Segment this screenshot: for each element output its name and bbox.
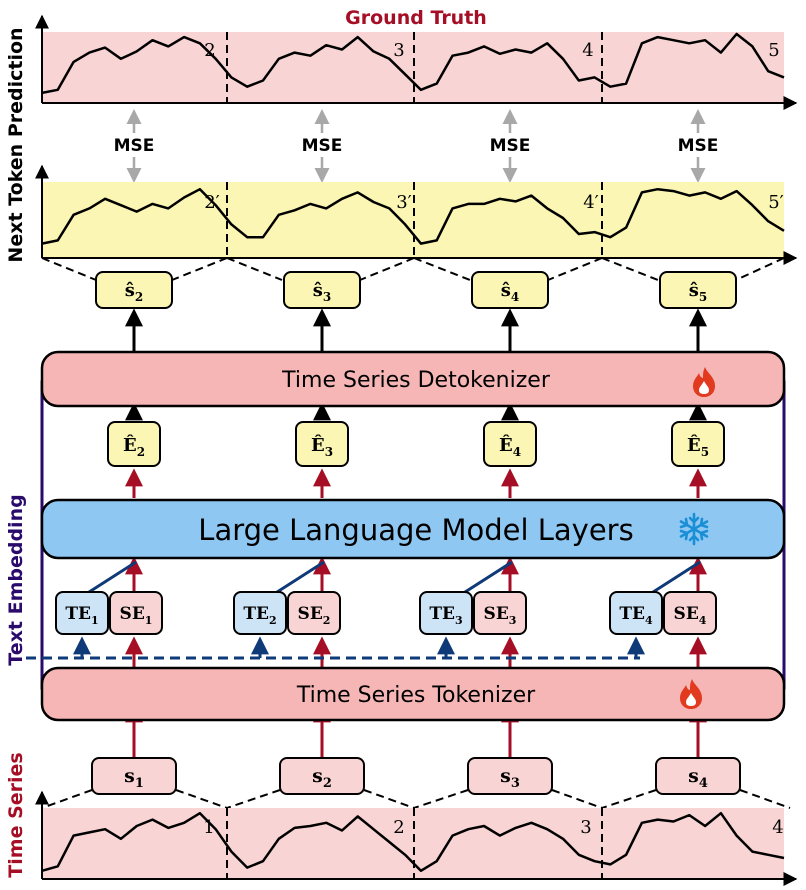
svg-text:Ê5: Ê5 <box>687 433 709 459</box>
svg-text:SE2: SE2 <box>298 604 331 627</box>
svg-text:s4: s4 <box>688 765 708 791</box>
svg-text:s3: s3 <box>500 765 520 791</box>
ground-truth-series-line <box>41 32 785 95</box>
s-input-tile: s2 <box>279 757 365 795</box>
output-patch-connectors <box>41 257 785 281</box>
side-label-text-embedding: Text Embedding <box>5 494 27 665</box>
se-tile: SE2 <box>287 591 341 635</box>
mse-label: MSE <box>490 136 531 156</box>
ground-truth-title: Ground Truth <box>345 7 487 29</box>
svg-text:ŝ4: ŝ4 <box>501 280 520 304</box>
side-label-time-series: Time Series <box>5 752 27 877</box>
svg-text:TE3: TE3 <box>429 604 462 627</box>
output-patches: ŝ2 ŝ3 ŝ4 ŝ5 <box>95 271 737 309</box>
prediction-panel: 2′ 3′ 4′ 5′ <box>35 164 798 265</box>
text-embedding-feed <box>26 636 645 660</box>
s-input-tile: s3 <box>467 757 553 795</box>
s-hat-tile: ŝ5 <box>659 271 737 309</box>
input-patches: s1 s2 s3 s4 <box>91 757 741 795</box>
fire-icon <box>680 679 702 709</box>
time-series-tokenizer-block: Time Series Tokenizer <box>40 666 786 722</box>
se-tile: SE4 <box>663 591 717 635</box>
pred-segment-label: 5′ <box>768 192 784 213</box>
s-hat-tile: ŝ4 <box>471 271 549 309</box>
llm-layers-label: Large Language Model Layers <box>198 513 633 547</box>
s-hat-tile: ŝ2 <box>95 271 173 309</box>
svg-text:TE2: TE2 <box>243 604 276 627</box>
e-hat-tile: Ê4 <box>483 421 537 467</box>
svg-text:Ê4: Ê4 <box>499 433 521 459</box>
svg-text:ŝ3: ŝ3 <box>313 280 332 304</box>
svg-text:s1: s1 <box>124 765 144 791</box>
pred-segment-label: 3′ <box>396 192 412 213</box>
snowflake-icon <box>679 512 709 546</box>
pred-segment-label: 4′ <box>583 192 599 213</box>
mse-label-bg <box>670 133 726 157</box>
mse-label: MSE <box>114 136 155 156</box>
gt-segment-label: 5 <box>768 40 779 61</box>
embedding-outputs: Ê2 Ê3 Ê4 Ê5 <box>107 421 725 467</box>
s-hat-tile: ŝ3 <box>283 271 361 309</box>
svg-text:SE1: SE1 <box>120 604 153 627</box>
input-segment-label: 3 <box>580 817 591 838</box>
pred-segment-label: 2′ <box>204 192 220 213</box>
se-tile: SE3 <box>473 591 527 635</box>
side-label-next-token-prediction: Next Token Prediction <box>5 27 27 262</box>
text-embedding-links <box>85 560 701 596</box>
detokenizer-label: Time Series Detokenizer <box>281 368 551 393</box>
input-segment-label: 2 <box>393 817 404 838</box>
svg-text:TE4: TE4 <box>619 604 653 627</box>
e-hat-tile: Ê5 <box>671 421 725 467</box>
embedding-tokens: TE1 SE1 TE2 SE2 TE3 SE3 TE4 <box>55 591 717 635</box>
svg-text:Ê3: Ê3 <box>311 433 333 459</box>
mse-label-bg <box>482 133 538 157</box>
gt-segment-label: 4 <box>582 40 593 61</box>
te-tile: TE2 <box>233 591 287 635</box>
svg-text:SE3: SE3 <box>484 604 517 627</box>
s-input-tile: s1 <box>91 757 177 795</box>
mse-label-bg <box>106 133 162 157</box>
mse-label-bg <box>294 133 350 157</box>
se-tile: SE1 <box>109 591 163 635</box>
mse-label: MSE <box>302 136 343 156</box>
svg-text:ŝ2: ŝ2 <box>125 280 144 304</box>
svg-text:Ê2: Ê2 <box>123 433 145 459</box>
s-input-tile: s4 <box>655 757 741 795</box>
svg-text:ŝ5: ŝ5 <box>689 280 708 304</box>
mse-label: MSE <box>678 136 719 156</box>
svg-text:SE4: SE4 <box>674 604 707 627</box>
input-series-panel: 1 2 3 4 <box>35 790 798 886</box>
input-patch-connectors <box>41 789 791 809</box>
mse-comparisons: MSE MSE MSE MSE <box>106 109 726 183</box>
te-tile: TE1 <box>55 591 109 635</box>
time-series-detokenizer-block: Time Series Detokenizer <box>40 350 786 408</box>
te-tile: TE4 <box>609 591 663 635</box>
svg-text:s2: s2 <box>312 765 332 791</box>
input-segment-label: 4 <box>772 817 783 838</box>
te-tile: TE3 <box>419 591 473 635</box>
tokenizer-label: Time Series Tokenizer <box>296 683 536 708</box>
gt-segment-label: 2 <box>204 40 215 61</box>
ground-truth-panel: 2 3 4 5 <box>35 14 798 110</box>
svg-text:TE1: TE1 <box>65 604 98 627</box>
e-hat-tile: Ê3 <box>295 421 349 467</box>
llm-layers-block: Large Language Model Layers <box>40 498 786 560</box>
input-segment-label: 1 <box>203 817 214 838</box>
gt-segment-label: 3 <box>393 40 404 61</box>
fire-icon <box>693 367 715 397</box>
e-hat-tile: Ê2 <box>107 421 161 467</box>
